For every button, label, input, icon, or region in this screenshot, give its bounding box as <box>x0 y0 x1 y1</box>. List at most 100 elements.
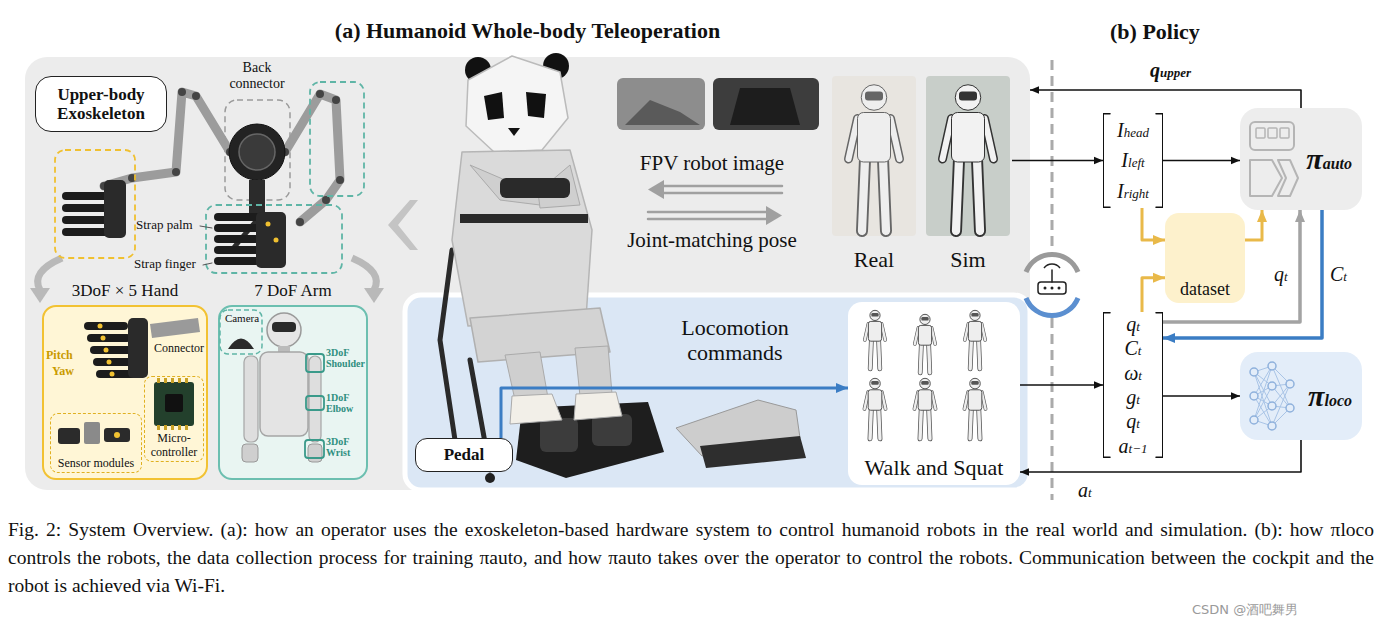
exoskeleton <box>100 182 108 190</box>
edge-label: Locomotion commands <box>650 316 820 365</box>
robot-poses <box>882 392 886 409</box>
part-label: 1DoF Elbow <box>326 392 368 414</box>
exoskeleton <box>285 94 340 222</box>
exoskeleton <box>62 228 112 236</box>
hand-illustration <box>98 324 103 329</box>
network-icon <box>1254 396 1272 426</box>
robot-poses <box>921 381 928 385</box>
robot-poses <box>964 392 968 409</box>
hand-illustration <box>93 358 137 366</box>
policy-icon <box>1250 160 1282 196</box>
label-holder: Pitch <box>46 349 73 362</box>
label-holder: qupper <box>1150 58 1191 82</box>
robot-poses <box>870 378 881 389</box>
hand-illustration <box>101 336 106 341</box>
operator-figure <box>440 250 455 440</box>
robot-photo <box>862 159 865 231</box>
part-label: (b) Policy <box>1110 20 1200 45</box>
transition-chevron <box>388 200 418 250</box>
image-observation-vector: IheadIleftIright <box>1103 113 1163 208</box>
sensor-illustration <box>84 422 100 444</box>
camera-view <box>730 88 800 125</box>
node-text: 7 DoF Arm <box>254 281 331 300</box>
robot-illustration <box>306 354 324 372</box>
robot-poses <box>865 324 869 340</box>
exoskeleton <box>249 180 265 220</box>
controller-illustration <box>178 378 181 383</box>
node-text: Real <box>854 248 894 273</box>
sensor-illustration <box>104 428 130 442</box>
exoskeleton <box>266 222 271 227</box>
robot-simulation <box>985 119 994 160</box>
robot-poses <box>970 340 971 369</box>
watermark: CSDN @酒吧舞男 <box>1192 603 1298 618</box>
label-holder: Strap finger <box>134 257 196 272</box>
node-text: ωt <box>1124 362 1142 384</box>
robot-poses <box>982 392 986 409</box>
part-label: Strap finger <box>134 257 196 272</box>
exoskeleton <box>226 148 234 156</box>
node-text: Micro-controller <box>145 432 203 459</box>
camera-view <box>713 78 819 130</box>
exoskeleton <box>178 88 186 96</box>
pedal-device <box>676 400 800 456</box>
robot-poses <box>915 328 919 344</box>
part-label: Strap palm <box>136 218 193 233</box>
network-icon <box>1272 384 1290 426</box>
hand-illustration <box>110 372 115 377</box>
vector-bracket <box>1104 312 1110 314</box>
signal-arrow <box>648 211 768 214</box>
network-icon <box>1268 362 1276 370</box>
robot-poses <box>982 392 986 409</box>
robot-poses <box>920 344 921 373</box>
network-icon <box>1250 392 1258 400</box>
node-text: Sim <box>950 248 985 273</box>
exoskeleton <box>225 100 290 200</box>
robot-poses <box>932 392 936 409</box>
label-holder: 3DoF Shoulder <box>326 347 368 369</box>
robot-poses <box>921 317 928 321</box>
network-icon <box>1268 402 1276 410</box>
wifi-icon <box>1026 254 1078 272</box>
robot-simulation <box>943 119 952 160</box>
robot-poses <box>932 328 936 344</box>
robot-photo <box>849 119 858 160</box>
hand-illustration <box>90 346 134 354</box>
controller-illustration <box>165 394 183 412</box>
robot-poses <box>920 314 930 324</box>
robot-poses <box>979 340 980 369</box>
robot-poses <box>920 378 931 389</box>
edge-label: Ct <box>1330 263 1347 285</box>
node-text: qt <box>1126 410 1140 432</box>
robot-illustration <box>228 339 254 350</box>
node-text: dataset <box>1180 279 1230 299</box>
camera-view <box>617 78 705 130</box>
connector-arrow <box>1163 210 1322 338</box>
signal-arrow <box>648 218 768 221</box>
exoskeleton <box>62 192 112 200</box>
network-icon <box>1250 368 1258 376</box>
vector-bracket <box>1156 457 1162 459</box>
vector-bracket <box>1156 207 1162 209</box>
robot-poses <box>879 409 880 439</box>
signal-arrow <box>662 192 782 195</box>
robot-poses <box>932 328 936 344</box>
network-icon <box>1268 382 1276 390</box>
hand-illustration <box>150 318 200 338</box>
robot-poses <box>964 392 968 409</box>
connector-arrow <box>1245 210 1262 240</box>
connector-arrow <box>501 388 848 438</box>
controller-illustration <box>164 425 167 430</box>
connector-arrow <box>1163 395 1240 397</box>
exoskeleton <box>192 92 200 100</box>
operator-figure <box>452 150 592 326</box>
network-icon <box>1254 386 1272 420</box>
connector-arrow <box>1020 384 1103 386</box>
network-icon <box>1254 366 1272 420</box>
robot-simulation <box>959 92 977 101</box>
node-text: Ct <box>1125 337 1142 359</box>
robot-poses <box>864 392 868 409</box>
robot-poses <box>979 409 980 439</box>
wifi-icon <box>1058 287 1061 290</box>
hand-illustration <box>84 322 128 330</box>
